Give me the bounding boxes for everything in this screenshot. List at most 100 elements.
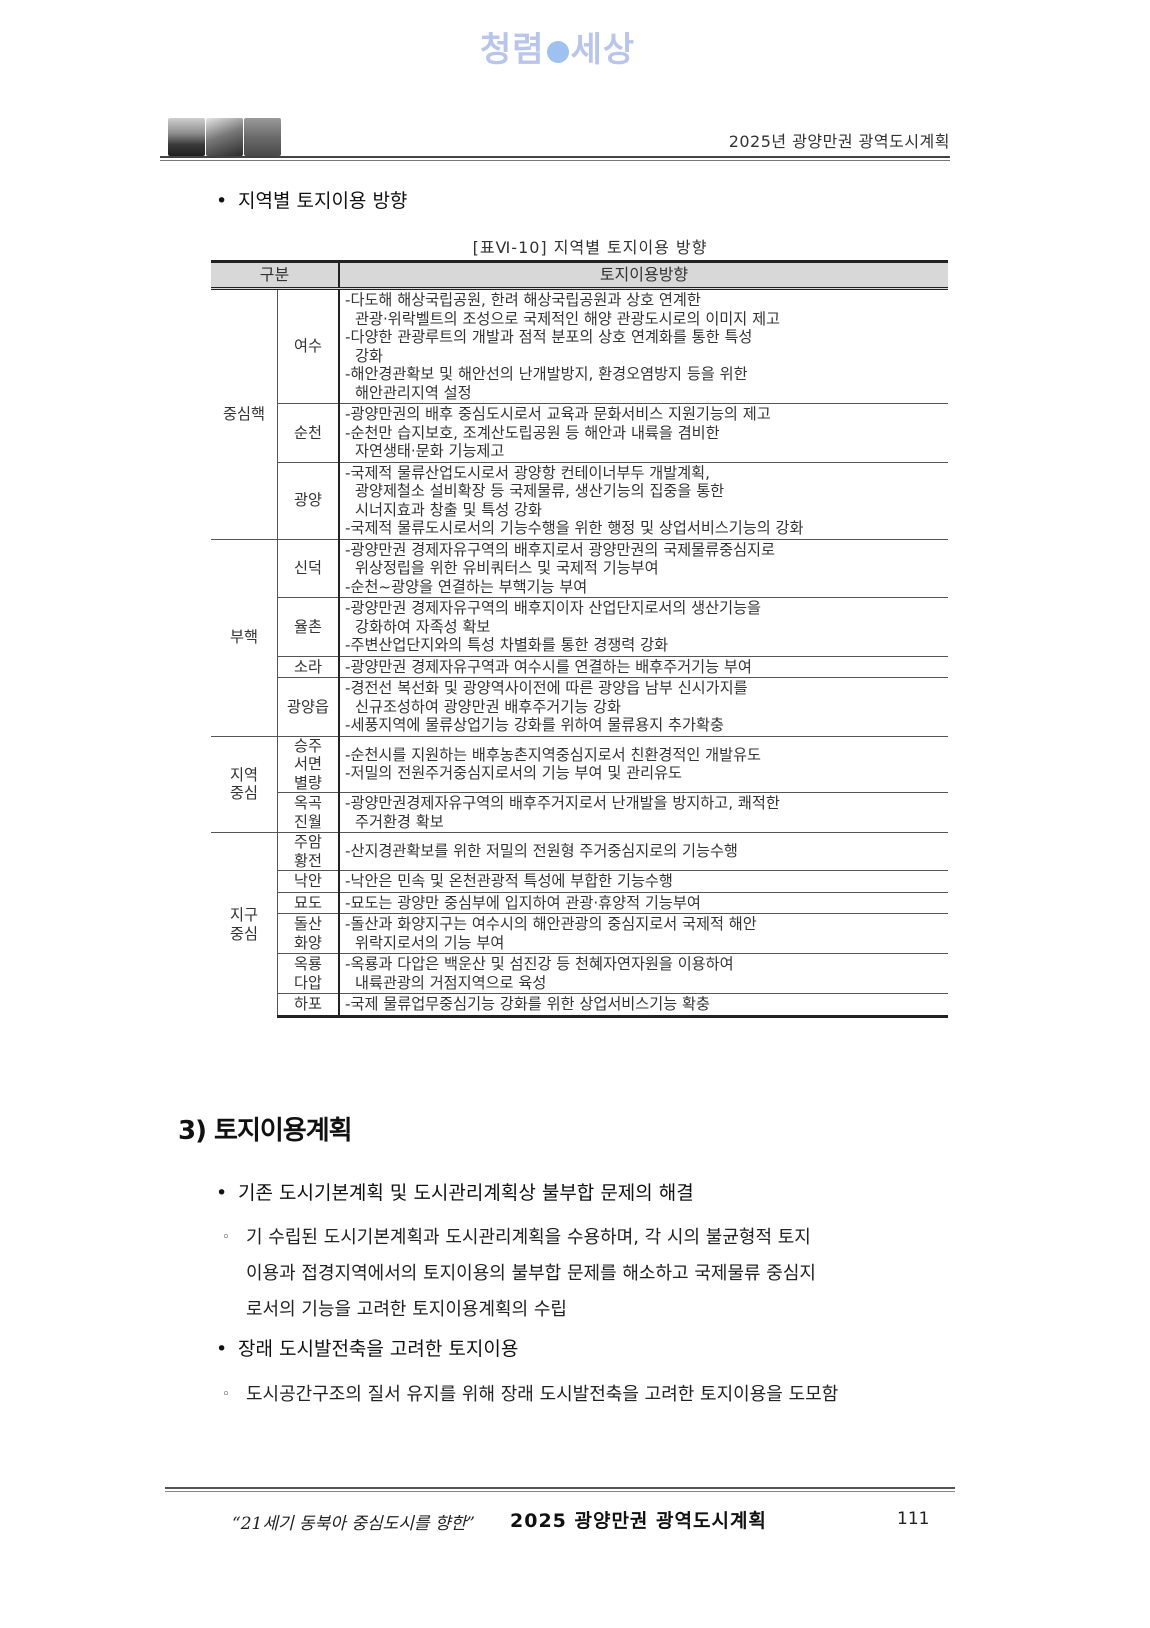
direction-line: -옥룡과 다압은 백운산 및 섬진강 등 천혜자연자원을 이용하여 (345, 955, 734, 973)
direction-line: -낙안은 민속 및 온천관광적 특성에 부합한 기능수행 (345, 872, 673, 890)
area-cell: 옥곡 진월 (277, 792, 340, 833)
area-cell: 승주 서면 별량 (277, 735, 340, 793)
direction-line: -묘도는 광양만 중심부에 입지하여 관광·휴양적 기능부여 (345, 893, 701, 912)
paragraph-line: 이용과 접경지역에서의 토지이용의 불부합 문제를 해소하고 국제물류 중심지 (246, 1263, 816, 1284)
column-header-direction: 토지이용방향 (339, 260, 948, 290)
sub-bullet-icon: ◦ (222, 1230, 230, 1245)
heading-text: 장래 도시발전축을 고려한 토지이용 (238, 1338, 519, 1360)
direction-cell: -국제적 물류산업도시로서 광양항 컨테이너부두 개발계획,광양제철소 설비확장… (339, 461, 948, 539)
direction-line: -국제적 물류산업도시로서 광양항 컨테이너부두 개발계획, (345, 463, 710, 482)
table-row: 광양-국제적 물류산업도시로서 광양항 컨테이너부두 개발계획,광양제철소 설비… (211, 461, 948, 539)
bullet-heading-future-development-axis: • 장래 도시발전축을 고려한 토지이용 (216, 1334, 518, 1361)
header-image-strip (168, 118, 281, 156)
area-cell: 주암 황전 (277, 832, 340, 871)
breakwater-photo-icon (244, 118, 281, 156)
area-cell: 순천 (277, 403, 340, 462)
direction-line: -산지경관확보를 위한 저밀의 전원형 주거중심지로의 기능수행 (345, 842, 738, 861)
area-cell: 돌산 화양 (277, 913, 340, 954)
direction-line: 위락지로서의 기능 부여 (355, 933, 505, 952)
group-cell: 지역 중심 (211, 735, 278, 833)
direction-line: -광양만권 경제자유구역의 배후지로서 광양만권의 국제물류중심지로 (345, 540, 775, 559)
globe-icon (546, 40, 569, 63)
logo-text-right: 세상 (570, 30, 636, 70)
river-photo-icon (206, 118, 243, 156)
heading-text: 기존 도시기본계획 및 도시관리계획상 불부합 문제의 해결 (238, 1182, 694, 1204)
direction-cell: -순천시를 지원하는 배후농촌지역중심지로서 친환경적인 개발유도-저밀의 전원… (339, 735, 948, 793)
direction-cell: -묘도는 광양만 중심부에 입지하여 관광·휴양적 기능부여 (339, 891, 948, 914)
table-header-row: 구분 토지이용방향 (211, 260, 948, 290)
direction-line: 광양제철소 설비확장 등 국제물류, 생산기능의 집중을 통한 (355, 482, 725, 500)
direction-line: 신규조성하여 광양만권 배후주거기능 강화 (355, 697, 621, 716)
direction-line: 자연생태·문화 기능제고 (355, 442, 505, 460)
footer-slogan: “21세기 동북아 중심도시를 향한” (232, 1514, 475, 1534)
direction-line: -저밀의 전원주거중심지로서의 기능 부여 및 관리유도 (345, 764, 683, 783)
direction-line: -돌산과 화양지구는 여수시의 해안관광의 중심지로서 국제적 해안 (345, 915, 757, 933)
table-row: 하포-국제 물류업무중심기능 강화를 위한 상업서비스기능 확충 (211, 993, 948, 1018)
direction-line: 강화 (355, 346, 383, 365)
group-cell: 중심핵 (211, 288, 278, 539)
bullet-icon: • (216, 1338, 228, 1360)
direction-line: -주변산업단지와의 특성 차별화를 통한 경쟁력 강화 (345, 636, 669, 654)
area-cell: 낙안 (277, 870, 340, 892)
table-row: 묘도 -묘도는 광양만 중심부에 입지하여 관광·휴양적 기능부여 (211, 891, 948, 914)
direction-cell: -국제 물류업무중심기능 강화를 위한 상업서비스기능 확충 (339, 993, 948, 1018)
table-row: 소라-광양만권 경제자유구역과 여수시를 연결하는 배후주거기능 부여 (211, 655, 948, 678)
header-rule-thin (160, 160, 950, 161)
direction-line: -다도해 해상국립공원, 한려 해상국립공원과 상호 연계한 (345, 291, 701, 309)
direction-line: -순천만 습지보호, 조계산도립공원 등 해안과 내륙을 겸비한 (345, 423, 720, 442)
direction-line: -국제 물류업무중심기능 강화를 위한 상업서비스기능 확충 (345, 995, 710, 1013)
header-rule (160, 156, 950, 158)
direction-cell: -산지경관확보를 위한 저밀의 전원형 주거중심지로의 기능수행 (339, 832, 948, 871)
area-cell: 옥룡 다압 (277, 953, 340, 994)
heading-text: 지역별 토지이용 방향 (238, 190, 408, 212)
table-row: 순천 -광양만권의 배후 중심도시로서 교육과 문화서비스 지원기능의 제고-순천… (211, 403, 948, 462)
paragraph-line: 도시공간구조의 질서 유지를 위해 장래 도시발전축을 고려한 토지이용을 도모… (246, 1384, 839, 1405)
group-cell: 부핵 (211, 538, 278, 736)
direction-line: -경전선 복선화 및 광양역사이전에 따른 광양읍 남부 신시가지를 (345, 679, 748, 697)
table-row: 옥곡 진월-광양만권경제자유구역의 배후주거지로서 난개발을 방지하고, 쾌적한… (211, 792, 948, 833)
direction-line: -광양만권경제자유구역의 배후주거지로서 난개발을 방지하고, 쾌적한 (345, 794, 780, 812)
logo-text-left: 청렴 (480, 30, 545, 70)
paragraph-line: 로서의 기능을 고려한 토지이용계획의 수립 (246, 1299, 567, 1320)
sub-bullet-icon: ◦ (222, 1387, 230, 1402)
direction-line: -광양만권 경제자유구역과 여수시를 연결하는 배후주거기능 부여 (345, 657, 752, 676)
direction-line: -광양만권 경제자유구역의 배후지이자 산업단지로서의 생산기능을 (345, 599, 762, 617)
direction-line: -순천~광양을 연결하는 부핵기능 부여 (345, 577, 588, 596)
direction-line: -광양만권의 배후 중심도시로서 교육과 문화서비스 지원기능의 제고 (345, 405, 771, 423)
direction-line: -세풍지역에 물류상업기능 강화를 위하여 물류용지 추가확충 (345, 716, 724, 734)
footer-document-title: 2025 광양만권 광역도시계획 (510, 1510, 767, 1532)
landscape-photo-icon (168, 118, 205, 156)
paragraph-resolve-inconsistency: ◦ 기 수립된 도시기본계획과 도시관리계획을 수용하며, 각 시의 불균형적 토… (222, 1220, 962, 1328)
section-title-land-use-plan: 3) 토지이용계획 (178, 1116, 353, 1146)
bullet-icon: • (216, 190, 228, 212)
direction-line: 위상정립을 위한 유비쿼터스 및 국제적 기능부여 (355, 559, 659, 577)
bullet-heading-resolve-inconsistency: •기존 도시기본계획 및 도시관리계획상 불부합 문제의 해결 (216, 1178, 694, 1205)
area-cell: 여수 (277, 288, 340, 404)
direction-line: 강화하여 자족성 확보 (355, 617, 491, 636)
direction-line: 관광·위락벨트의 조성으로 국제적인 해양 관광도시로의 이미지 제고 (355, 309, 781, 328)
direction-line: 내륙관광의 거점지역으로 육성 (355, 973, 547, 992)
running-header-title: 2025년 광양만권 광역도시계획 (728, 132, 950, 151)
area-cell: 광양 (277, 461, 340, 539)
area-cell: 묘도 (277, 891, 340, 914)
direction-cell: -낙안은 민속 및 온천관광적 특성에 부합한 기능수행 (339, 870, 948, 892)
paragraph-line: 기 수립된 도시기본계획과 도시관리계획을 수용하며, 각 시의 불균형적 토지 (246, 1227, 811, 1248)
direction-line: -순천시를 지원하는 배후농촌지역중심지로서 친환경적인 개발유도 (345, 745, 762, 764)
direction-line: 시너지효과 창출 및 특성 강화 (355, 500, 542, 519)
watermark-logo: 청렴 세상 (480, 22, 635, 71)
bullet-heading-regional-land-use: • 지역별 토지이용 방향 (216, 186, 407, 213)
